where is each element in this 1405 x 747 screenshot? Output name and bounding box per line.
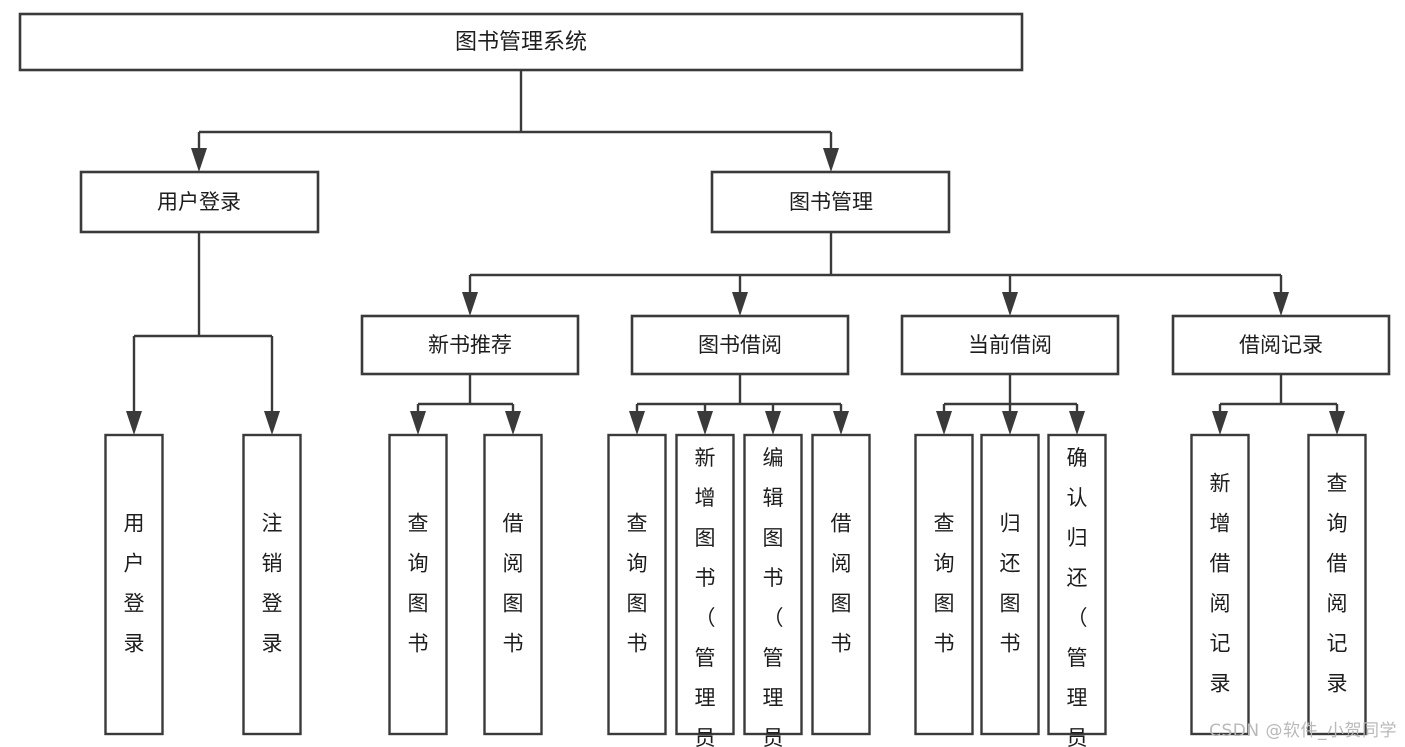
leaf-node-borrow-record-1[interactable]: 新增借阅记录 <box>1190 433 1250 736</box>
arrow-newbook-leaf-1 <box>410 411 426 435</box>
leaf-node-box[interactable] <box>242 433 302 736</box>
leaf-node-box[interactable] <box>104 433 164 736</box>
leaf-node-box[interactable] <box>980 433 1040 736</box>
arrow-userlogin-leaf-1 <box>126 411 142 435</box>
leaf-node-label: 查询图书 <box>408 512 429 656</box>
node-borrow-record-box[interactable] <box>1171 314 1391 376</box>
arrow-to-currentborrow <box>1002 292 1018 316</box>
leaf-node-book-borrow-3[interactable]: 编辑图书（管理员） <box>743 433 803 747</box>
node-user-login[interactable]: 用户登录 <box>79 170 320 234</box>
node-borrow-record[interactable]: 借阅记录 <box>1171 314 1391 376</box>
node-user-login-label: 用户登录 <box>157 190 241 214</box>
leaf-nodes-layer: 用户登录 注销登录 查询图书 借阅图书 查询图书 新增图书（管理员） 编辑图书（管理员） 借阅… <box>104 433 1367 747</box>
leaf-node-book-borrow-4[interactable]: 借阅图书 <box>811 433 871 736</box>
arrow-bookborrow-leaf-4 <box>833 411 849 435</box>
leaf-node-label: 借阅图书 <box>503 512 524 656</box>
arrow-currentborrow-leaf-1 <box>936 411 952 435</box>
node-new-book-recommend-label: 新书推荐 <box>428 333 512 357</box>
node-new-book-recommend[interactable]: 新书推荐 <box>360 314 580 376</box>
node-borrow-record-label: 借阅记录 <box>1239 333 1323 357</box>
leaf-node-box[interactable] <box>388 433 448 736</box>
arrow-to-bookmgmt <box>823 148 839 172</box>
leaf-node-label: 查询借阅记录 <box>1327 472 1348 696</box>
leaf-node-book-borrow-2[interactable]: 新增图书（管理员） <box>675 433 735 747</box>
leaf-node-book-borrow-1[interactable]: 查询图书 <box>607 433 667 736</box>
leaf-node-label: 编辑图书（管理员） <box>763 446 784 747</box>
arrow-borrowrecord-leaf-1 <box>1212 411 1228 435</box>
leaf-node-box[interactable] <box>483 433 543 736</box>
leaf-node-box[interactable] <box>1047 433 1107 736</box>
node-book-management[interactable]: 图书管理 <box>710 170 951 234</box>
edges-layer <box>126 70 1345 435</box>
leaf-node-label: 用户登录 <box>124 512 145 656</box>
leaf-node-current-borrow-3[interactable]: 确认归还（管理员） <box>1047 433 1107 747</box>
leaf-node-current-borrow-2[interactable]: 归还图书 <box>980 433 1040 736</box>
arrow-bookborrow-leaf-1 <box>629 411 645 435</box>
node-current-borrow[interactable]: 当前借阅 <box>900 314 1120 376</box>
node-new-book-recommend-box[interactable] <box>360 314 580 376</box>
leaf-node-label: 确认归还（管理员） <box>1067 446 1088 747</box>
arrow-borrowrecord-leaf-2 <box>1329 411 1345 435</box>
leaf-node-box[interactable] <box>743 433 803 736</box>
leaf-node-label: 归还图书 <box>1000 512 1021 656</box>
arrow-newbook-leaf-2 <box>505 411 521 435</box>
leaf-node-label: 新增借阅记录 <box>1210 472 1231 696</box>
leaf-node-borrow-record-2[interactable]: 查询借阅记录 <box>1307 433 1367 736</box>
leaf-node-box[interactable] <box>675 433 735 736</box>
node-root[interactable]: 图书管理系统 <box>18 12 1024 72</box>
node-book-borrow-box[interactable] <box>630 314 850 376</box>
watermark-text: CSDN @软件_小贺同学 <box>1209 721 1397 741</box>
leaf-node-box[interactable] <box>1307 433 1367 736</box>
node-current-borrow-box[interactable] <box>900 314 1120 376</box>
leaf-node-box[interactable] <box>607 433 667 736</box>
arrow-currentborrow-leaf-3 <box>1069 411 1085 435</box>
arrow-to-userlogin <box>191 148 207 172</box>
arrow-bookborrow-leaf-3 <box>765 411 781 435</box>
leaf-node-label: 查询图书 <box>934 512 955 656</box>
leaf-node-current-borrow-1[interactable]: 查询图书 <box>914 433 974 736</box>
leaf-node-box[interactable] <box>811 433 871 736</box>
leaf-node-box[interactable] <box>1190 433 1250 736</box>
node-root-label: 图书管理系统 <box>455 30 587 55</box>
arrow-userlogin-leaf-2 <box>264 411 280 435</box>
node-root-box[interactable] <box>18 12 1024 72</box>
leaf-node-label: 注销登录 <box>262 512 283 656</box>
node-current-borrow-label: 当前借阅 <box>968 333 1052 357</box>
arrow-to-bookborrow <box>732 292 748 316</box>
node-book-borrow-label: 图书借阅 <box>698 333 782 357</box>
leaf-node-label: 查询图书 <box>627 512 648 656</box>
arrow-currentborrow-leaf-2 <box>1002 411 1018 435</box>
leaf-node-box[interactable] <box>914 433 974 736</box>
leaf-node-user-login-1[interactable]: 用户登录 <box>104 433 164 736</box>
node-book-borrow[interactable]: 图书借阅 <box>630 314 850 376</box>
leaf-node-new-book-2[interactable]: 借阅图书 <box>483 433 543 736</box>
leaf-node-new-book-1[interactable]: 查询图书 <box>388 433 448 736</box>
node-book-management-label: 图书管理 <box>789 190 873 214</box>
arrow-to-borrowrecord <box>1273 292 1289 316</box>
leaf-node-label: 借阅图书 <box>831 512 852 656</box>
arrow-to-newbook <box>462 292 478 316</box>
leaf-node-label: 新增图书（管理员） <box>695 446 716 747</box>
leaf-node-user-login-2[interactable]: 注销登录 <box>242 433 302 736</box>
node-book-management-box[interactable] <box>710 170 951 234</box>
node-user-login-box[interactable] <box>79 170 320 234</box>
arrow-bookborrow-leaf-2 <box>697 411 713 435</box>
